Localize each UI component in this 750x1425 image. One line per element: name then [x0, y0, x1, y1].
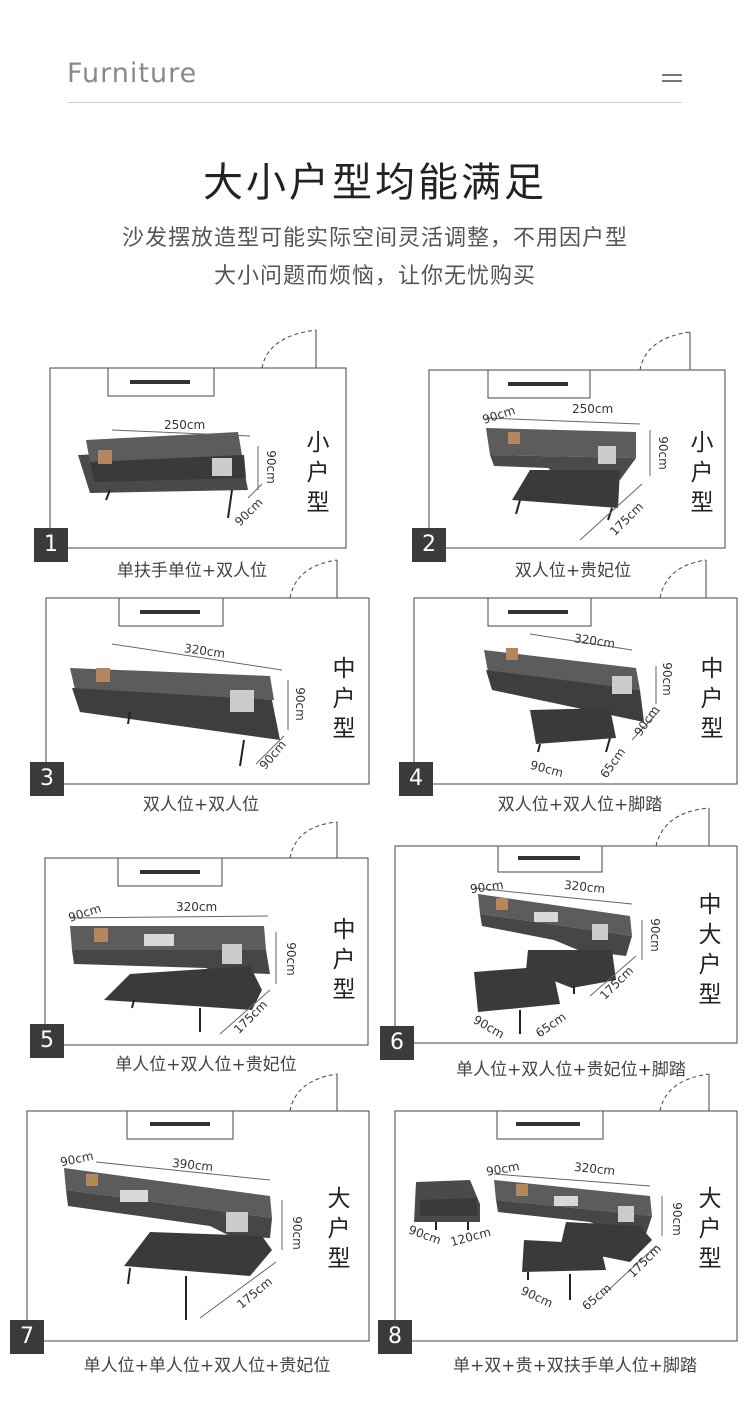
sofa-illustration-2: [486, 428, 636, 521]
subtitle-line-1: 沙发摆放造型可能实际空间灵活调整，不用因户型: [121, 226, 628, 251]
layout-caption: 单+双+贵+双扶手单人位+脚踏: [453, 1356, 697, 1376]
subtitle-line-2: 大小问题而烦恼，让你无忧购买: [213, 264, 536, 289]
layout-caption: 单人位+双人位+贵妃位+脚踏: [456, 1060, 686, 1080]
room-size-label: 小户型: [306, 430, 330, 516]
layout-number-badge: 2: [412, 528, 446, 562]
layout-caption: 双人位+双人位: [142, 795, 260, 815]
dimension-label: 320cm: [176, 900, 218, 914]
sofa-illustration-5: [70, 926, 270, 1032]
layout-card-1: 250cm 90cm 90cm 小户型 1 单扶手单位+双人位: [0, 0, 375, 600]
floor-plan-2: [428, 331, 726, 549]
layout-number-badge: 1: [34, 528, 68, 562]
room-size-label: 小户型: [690, 430, 714, 516]
floor-plan-3: [45, 559, 370, 785]
layout-number-badge: 8: [378, 1320, 412, 1354]
floor-plan-5: [44, 821, 369, 1046]
sofa-illustration-7: [64, 1168, 272, 1320]
layout-number-badge: 3: [30, 762, 64, 796]
layout-caption: 双人位+贵妃位: [514, 561, 632, 581]
page-header: Furniture: [67, 58, 682, 103]
dimension-label: 90cm: [669, 1202, 684, 1236]
sofa-illustration-3: [70, 668, 280, 767]
layout-number-badge: 4: [399, 762, 433, 796]
room-size-label: 大户型: [698, 1186, 722, 1272]
armchair-illustration-8: [414, 1180, 480, 1230]
layout-number-badge: 6: [380, 1026, 414, 1060]
sofa-illustration-4: [484, 648, 644, 753]
layout-card-4: 320cm 90cm 90cm 90cm 65cm 中户型 4 双人位+双人位+…: [399, 559, 738, 815]
layout-caption: 单人位+双人位+贵妃位: [115, 1055, 297, 1075]
layout-card-2: 90cm 250cm 90cm 175cm 小户型 2 双人位+贵妃位: [0, 0, 750, 600]
layout-number-badge: 5: [30, 1024, 64, 1058]
dimension-label: 250cm: [164, 418, 206, 432]
layout-card-6: 90cm 320cm 90cm 175cm 90cm 65cm 中大户型 6 单…: [380, 807, 738, 1080]
room-size-label: 大户型: [327, 1186, 351, 1272]
sofa-illustration-8: [494, 1180, 652, 1300]
layout-card-5: 90cm 320cm 90cm 175cm 中户型 5 单人位+双人位+贵妃位: [30, 821, 369, 1075]
brand-title: Furniture: [67, 58, 198, 89]
room-size-label: 中大户型: [698, 892, 722, 1008]
sofa-illustration-1: [78, 432, 248, 519]
room-size-label: 中户型: [332, 656, 356, 742]
room-size-label: 中户型: [700, 656, 724, 742]
menu-icon[interactable]: [662, 74, 682, 84]
floor-plan-6: [394, 807, 738, 1044]
layout-number-badge: 7: [10, 1320, 44, 1354]
layout-card-3: 320cm 90cm 90cm 中户型 3 双人位+双人位: [30, 559, 370, 815]
room-size-label: 中户型: [332, 917, 356, 1003]
sofa-illustration-6: [474, 894, 632, 1034]
page-title: 大小户型均能满足: [203, 160, 547, 206]
layout-caption: 双人位+双人位+脚踏: [497, 795, 663, 815]
floor-plan-4: [413, 559, 738, 785]
layout-caption: 单人位+单人位+双人位+贵妃位: [83, 1356, 331, 1376]
floor-plan-1: [49, 329, 347, 549]
dimension-label: 250cm: [572, 402, 614, 416]
layout-caption: 单扶手单位+双人位: [116, 561, 268, 581]
